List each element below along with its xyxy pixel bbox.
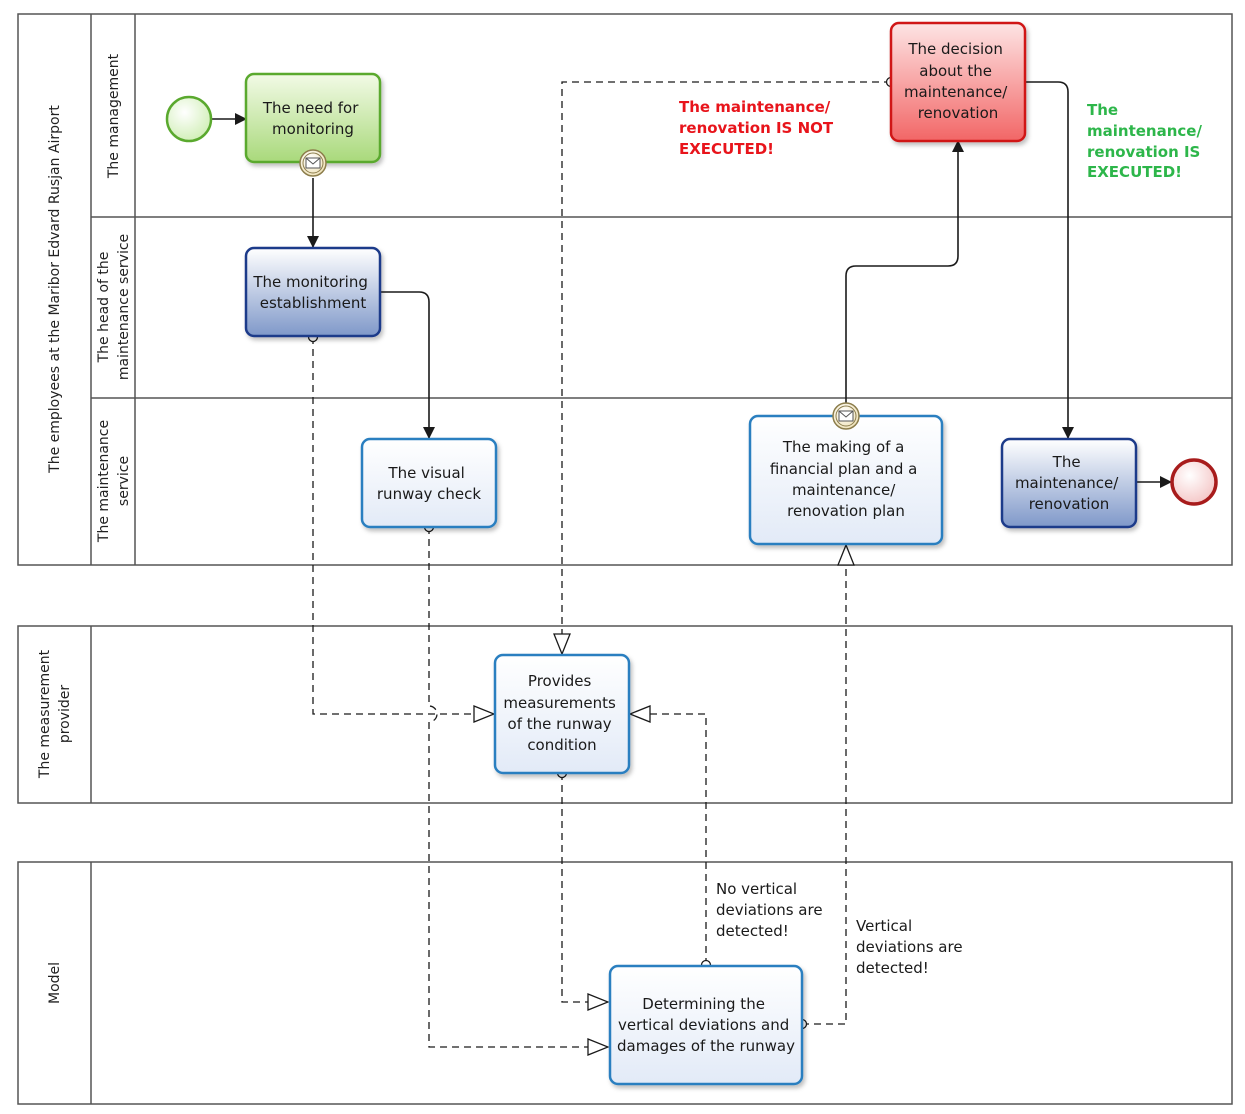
svg-text:Provides measurements: Provides measurements of the runway cond… bbox=[503, 672, 620, 754]
task-determine-line: Determining the bbox=[642, 995, 765, 1013]
task-need-line: monitoring bbox=[272, 120, 354, 138]
flow-decision-to-maint bbox=[1025, 81, 1074, 439]
pool-label-provider-2: provider bbox=[57, 685, 73, 744]
lane-label-head-2: maintenance service bbox=[116, 234, 132, 380]
task-maint-line: maintenance/ bbox=[1015, 474, 1119, 492]
task-determining-deviations[interactable]: Determining the vertical deviations and … bbox=[608, 964, 804, 1086]
svg-text:The visual runway check: The visual runway check bbox=[377, 464, 482, 503]
lane-label-management: The management bbox=[106, 53, 122, 179]
task-provides-line: measurements bbox=[503, 694, 616, 712]
envelope-icon bbox=[832, 402, 860, 430]
task-provides-line: Provides bbox=[528, 672, 592, 690]
start-event bbox=[165, 95, 213, 143]
task-provides-line: condition bbox=[527, 736, 596, 754]
task-establish-line: establishment bbox=[260, 294, 367, 312]
svg-text:Determining the vertical: Determining the vertical deviations and … bbox=[617, 995, 795, 1055]
task-provides-measurements[interactable]: Provides measurements of the runway cond… bbox=[493, 653, 631, 775]
pool-label-model: Model bbox=[47, 962, 63, 1004]
task-decision[interactable]: The decision about the maintenance/ reno… bbox=[889, 21, 1027, 143]
svg-text:The maintenance/ r: The maintenance/ renovation bbox=[1015, 453, 1123, 513]
task-decision-line: maintenance/ bbox=[904, 83, 1008, 101]
task-need-for-monitoring[interactable]: The need for monitoring bbox=[244, 72, 382, 164]
task-financial-plan[interactable]: The making of a financial plan and a mai… bbox=[748, 414, 944, 546]
svg-text:The monitoring establish: The monitoring establishment bbox=[252, 273, 372, 312]
task-determine-line: vertical deviations and bbox=[618, 1016, 789, 1034]
envelope-icon bbox=[299, 149, 327, 177]
task-establish-line: The monitoring bbox=[252, 273, 368, 291]
task-decision-line: The decision bbox=[907, 40, 1003, 58]
msg-provides-to-determine bbox=[562, 773, 608, 1002]
message-flows bbox=[313, 82, 891, 1047]
task-maintenance-renovation[interactable]: The maintenance/ renovation bbox=[1000, 437, 1138, 529]
flow-establish-to-visual bbox=[380, 291, 435, 439]
task-decision-line: renovation bbox=[918, 104, 999, 122]
msg-visual-to-determine bbox=[429, 527, 608, 1047]
flow-financial-to-decision bbox=[845, 140, 964, 405]
task-visual-line: The visual bbox=[387, 464, 464, 482]
task-visual-line: runway check bbox=[377, 485, 482, 503]
task-maint-line: The bbox=[1052, 453, 1081, 471]
pool-label-employees: The employees at the Maribor Edvard Rusj… bbox=[47, 105, 63, 474]
lane-label-head-1: The head of the bbox=[96, 252, 112, 364]
svg-text:The need for monitoring: The need for monitoring bbox=[262, 99, 363, 138]
task-financial-line: The making of a bbox=[782, 438, 905, 456]
annotation-executed: The maintenance/ renovation IS EXECUTED! bbox=[1087, 101, 1207, 181]
pool-label-provider-1: The measurement bbox=[37, 649, 53, 779]
msg-no-deviations bbox=[630, 714, 706, 965]
task-determine-line: damages of the runway bbox=[617, 1037, 795, 1055]
task-decision-line: about the bbox=[919, 62, 992, 80]
annotation-deviations: Vertical deviations are detected! bbox=[856, 917, 967, 977]
lane-label-service-2: service bbox=[116, 456, 132, 506]
end-event bbox=[1170, 458, 1218, 506]
annotation-not-executed: The maintenance/ renovation IS NOT EXECU… bbox=[679, 98, 838, 158]
svg-text:The decision about the: The decision about the maintenance/ reno… bbox=[904, 40, 1012, 122]
task-provides-line: of the runway bbox=[508, 715, 612, 733]
task-monitoring-establishment[interactable]: The monitoring establishment bbox=[244, 246, 382, 338]
msg-decision-to-provides bbox=[562, 82, 891, 654]
svg-text:The making of a financia: The making of a financial plan and a mai… bbox=[770, 438, 922, 520]
lane-label-service-1: The maintenance bbox=[96, 420, 112, 543]
task-financial-line: renovation plan bbox=[787, 502, 905, 520]
msg-deviations bbox=[802, 545, 846, 1024]
annotation-no-deviations: No vertical deviations are detected! bbox=[716, 880, 827, 940]
sequence-flows bbox=[212, 81, 1172, 488]
task-maint-line: renovation bbox=[1029, 495, 1110, 513]
task-visual-runway-check[interactable]: The visual runway check bbox=[360, 437, 498, 529]
task-need-line: The need for bbox=[262, 99, 359, 117]
task-financial-line: maintenance/ bbox=[792, 481, 896, 499]
task-financial-line: financial plan and a bbox=[770, 460, 918, 478]
